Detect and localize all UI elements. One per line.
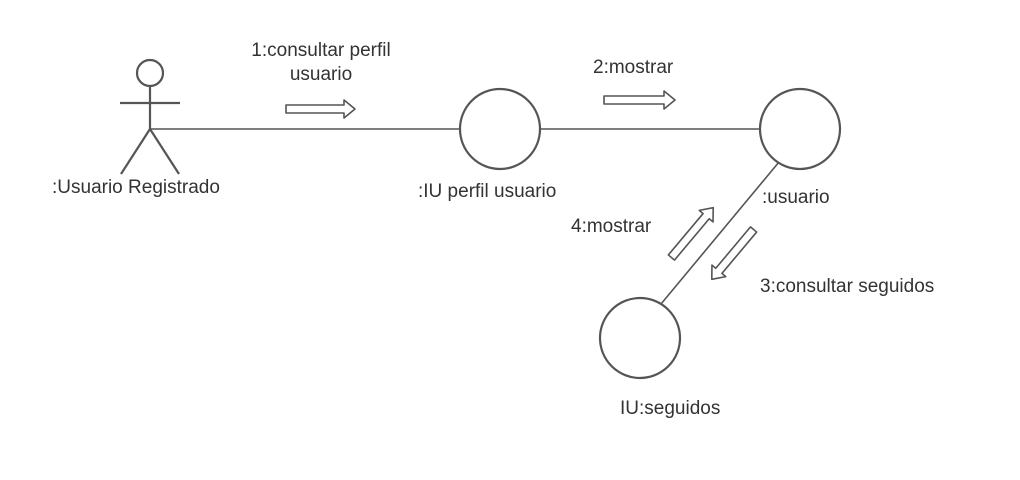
actor-left-leg — [120, 128, 151, 175]
object-iu-perfil-usuario — [458, 87, 542, 171]
object-label-iu-seguidos: IU:seguidos — [620, 398, 721, 419]
link-usuario-iu-seguidos — [660, 161, 780, 305]
message-arrow-3 — [710, 226, 758, 281]
message-label-2: 2:mostrar — [593, 57, 674, 78]
message-label-3: 3:consultar seguidos — [760, 276, 935, 297]
actor-stick-figure — [120, 58, 180, 175]
message-arrow-4 — [667, 206, 715, 261]
message-arrow-2 — [603, 90, 676, 110]
message-label-1-line1: 1:consultar perfil — [251, 40, 391, 61]
object-label-iu-perfil-usuario: :IU perfil usuario — [418, 181, 557, 202]
actor-right-leg — [149, 128, 180, 175]
actor-label: :Usuario Registrado — [52, 177, 220, 198]
actor-head — [135, 58, 165, 88]
message-arrow-1 — [285, 99, 356, 119]
object-label-usuario: :usuario — [762, 187, 830, 208]
object-usuario — [758, 87, 842, 171]
message-label-4: 4:mostrar — [571, 216, 652, 237]
message-label-1-line2: usuario — [289, 64, 353, 85]
object-iu-seguidos — [598, 296, 682, 380]
